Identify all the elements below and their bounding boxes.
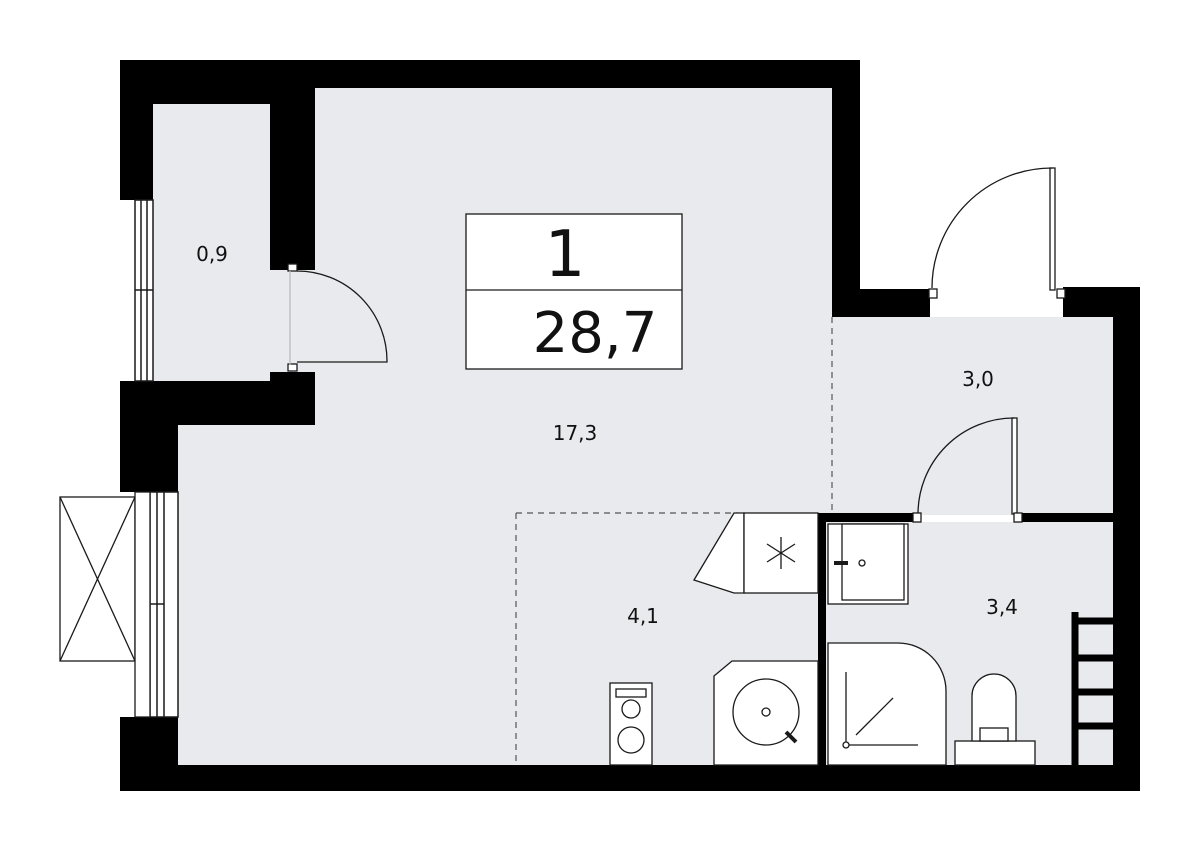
wall-right	[1113, 287, 1140, 791]
bathroom-sink	[827, 523, 909, 605]
ac-unit	[59, 491, 151, 718]
door-entrance	[928, 167, 1066, 299]
area-living: 17,3	[553, 421, 598, 445]
area-hall: 3,0	[962, 367, 994, 391]
washing-machine	[609, 682, 653, 766]
area-balcony: 0,9	[196, 242, 228, 266]
wall-right-upper	[832, 60, 860, 317]
wall-left-top	[120, 60, 153, 200]
wall-bath-top-left	[818, 513, 918, 522]
balcony-floor	[153, 104, 271, 381]
wall-mid-left	[120, 372, 315, 492]
toilet	[954, 673, 1036, 766]
window-living	[149, 491, 179, 718]
door-bathroom	[912, 417, 1023, 523]
apartment-info-box: 1 28,7	[465, 213, 683, 370]
door-balcony	[287, 263, 388, 372]
walls	[120, 60, 1140, 791]
hall-floor	[832, 317, 1113, 515]
area-bathroom: 3,4	[986, 595, 1018, 619]
area-kitchen: 4,1	[627, 604, 659, 628]
wall-bath-top-right	[1018, 513, 1113, 522]
zone-dividers	[515, 317, 833, 765]
door-opening-floor	[270, 270, 315, 372]
window-balcony	[134, 199, 154, 382]
wall-bottom	[120, 765, 1140, 791]
kitchen-sink	[713, 660, 819, 766]
ventilation-duct	[693, 512, 819, 594]
wall-balcony-inner	[270, 88, 315, 270]
wall-hall-top-left	[832, 289, 930, 317]
wall-bath-left	[818, 513, 826, 765]
radiator-shelves	[1071, 612, 1113, 765]
shower	[827, 642, 947, 766]
total-area: 28,7	[533, 301, 658, 366]
rooms-count: 1	[545, 218, 586, 292]
